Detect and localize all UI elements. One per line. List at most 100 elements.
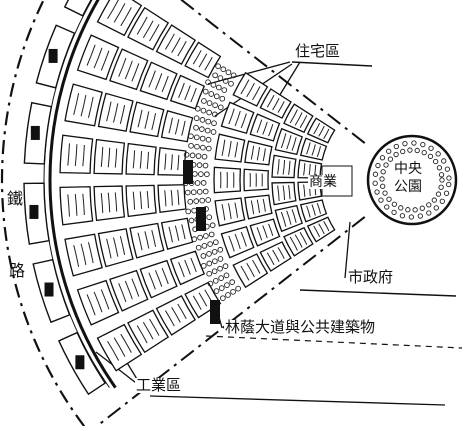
tree-dot [207, 261, 212, 266]
tree-dot [207, 215, 212, 220]
tree-dot [194, 199, 199, 204]
residential-block [275, 206, 302, 232]
tree-dot [192, 172, 197, 177]
public-building [210, 300, 220, 324]
tree-dot [198, 172, 203, 177]
tree-dot [210, 223, 215, 228]
residential-block [284, 104, 313, 132]
residential-block [233, 73, 267, 106]
tree-dot [211, 130, 216, 135]
tree-dot [213, 278, 218, 283]
tree-dot [194, 116, 199, 121]
residential-underline [292, 62, 372, 66]
tree-dot [194, 135, 199, 140]
tree-dot [206, 119, 211, 124]
tree-dot [195, 144, 200, 149]
tree-dot [224, 273, 229, 278]
tree-dot [225, 283, 230, 288]
tree-dot [200, 118, 205, 123]
tree-dot [220, 296, 225, 301]
tree-dot [218, 257, 223, 262]
tree-dot [216, 64, 221, 69]
tree-dot [218, 76, 223, 81]
tree-dot [219, 276, 224, 281]
residential-block [275, 129, 302, 155]
industrial-zone-label: 工業區 [135, 378, 182, 393]
tree-dot [236, 286, 241, 291]
tree-dot [205, 128, 210, 133]
tree-dot [191, 190, 196, 195]
residential-block [284, 228, 313, 256]
commercial-zone-label: 商業 [308, 175, 338, 189]
tree-dot [201, 263, 206, 268]
tree-dot [203, 163, 208, 168]
tree-dot [190, 153, 195, 158]
city-hall-underline [300, 290, 456, 296]
tree-dot [220, 96, 225, 101]
tree-dot [201, 181, 206, 186]
residential-block [260, 242, 291, 271]
residential-zone-label: 住宅區 [294, 44, 341, 59]
residential-leader-2 [278, 62, 300, 98]
tree-dot [186, 209, 191, 214]
tree-dot [202, 99, 207, 104]
tree-dot [206, 146, 211, 151]
railway-label-char1: 鐵 [4, 190, 22, 208]
tree-dot [229, 81, 234, 86]
tree-dot [214, 289, 219, 294]
tree-dot [214, 94, 219, 99]
tree-dot [213, 73, 218, 78]
tree-dot [189, 143, 194, 148]
tree-dot [185, 190, 190, 195]
tree-dot [203, 234, 208, 239]
boulevard-label: 林蔭大道與公共建築物 [224, 320, 376, 335]
tree-dot [209, 232, 214, 237]
tree-dot [207, 110, 212, 115]
tree-dot [198, 235, 203, 240]
tree-dot [202, 154, 207, 159]
tree-dot [221, 67, 226, 72]
tree-dot [202, 243, 207, 248]
factory-building [29, 205, 38, 219]
tree-dot [201, 108, 206, 113]
tree-dot [196, 245, 201, 250]
tree-dot [197, 189, 202, 194]
tree-dot [230, 280, 235, 285]
boulevard-underline [206, 336, 462, 348]
tree-dot [188, 199, 193, 204]
tree-dot [206, 198, 211, 203]
tree-dot [218, 247, 223, 252]
tree-dot [218, 105, 223, 110]
residential-block [233, 254, 267, 287]
tree-dot [212, 121, 217, 126]
tree-dot [199, 127, 204, 132]
tree-dot [200, 198, 205, 203]
tree-dot [197, 163, 202, 168]
tree-dot [192, 237, 197, 242]
tree-dot [188, 134, 193, 139]
factory-building [49, 49, 58, 63]
tree-dot [201, 254, 206, 259]
residential-block [308, 118, 335, 143]
tree-dot [226, 293, 231, 298]
public-building [196, 207, 206, 231]
central-park-label: 中央公園 [391, 160, 425, 196]
tree-dot [203, 189, 208, 194]
residential-block [260, 89, 291, 118]
tree-dot [218, 266, 223, 271]
tree-dot [213, 240, 218, 245]
tree-dot [194, 125, 199, 130]
tree-dot [223, 264, 228, 269]
city-hall-label: 市政府 [347, 270, 394, 285]
factory-building [31, 126, 40, 140]
tree-dot [192, 208, 197, 213]
tree-dot [213, 103, 218, 108]
tree-dot [222, 88, 227, 93]
tree-dot [189, 218, 194, 223]
tree-dot [196, 154, 201, 159]
tree-dot [204, 172, 209, 177]
railway-label-char2: 路 [6, 262, 24, 280]
residential-block [308, 217, 335, 242]
